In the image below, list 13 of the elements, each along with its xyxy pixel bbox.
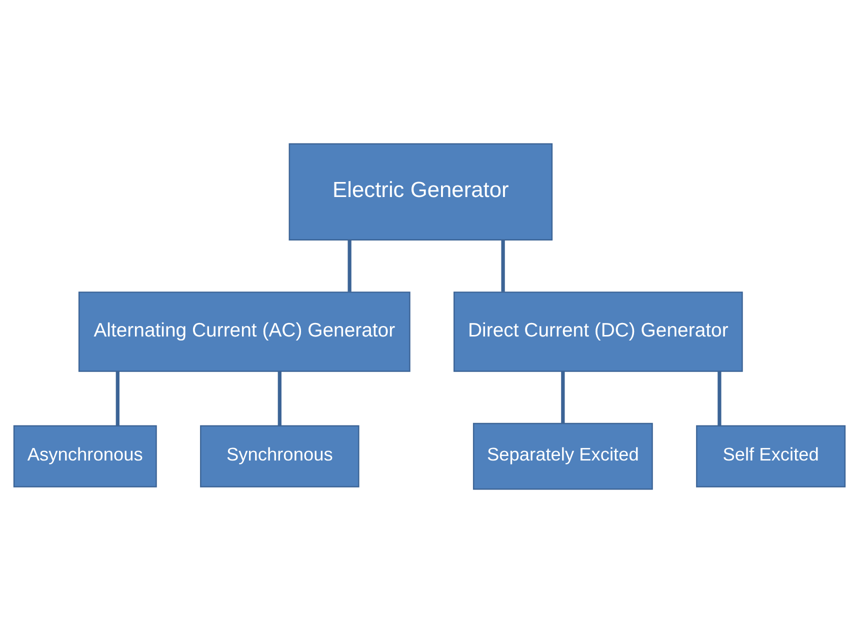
connector [718, 370, 722, 426]
node-box: Electric Generator [288, 142, 553, 240]
node-box: Synchronous [200, 424, 360, 487]
connector [561, 370, 565, 423]
connector [278, 370, 282, 426]
node-box: Asynchronous [13, 424, 157, 487]
node-box: Self Excited [696, 424, 846, 487]
node-box: Separately Excited [472, 422, 653, 490]
connector [116, 370, 120, 426]
connector [501, 240, 505, 292]
connector [348, 240, 352, 292]
node-box: Direct Current (DC) Generator [454, 291, 743, 372]
node-box: Alternating Current (AC) Generator [78, 291, 410, 372]
